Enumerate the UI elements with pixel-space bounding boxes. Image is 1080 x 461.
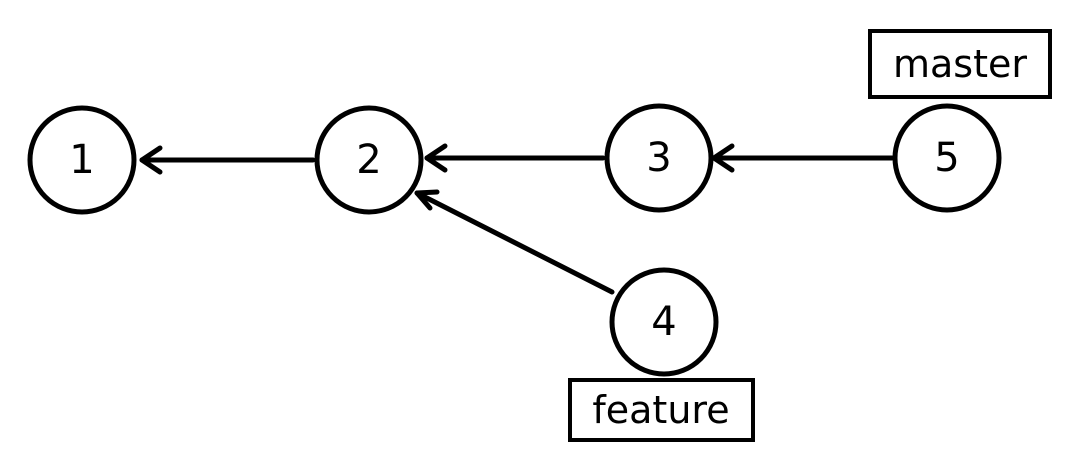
commit-node-5: 5	[892, 103, 1002, 213]
commit-label-4: 4	[651, 299, 676, 345]
branch-name-feature: feature	[592, 388, 729, 432]
commit-node-2: 2	[314, 105, 424, 215]
commit-label-1: 1	[69, 137, 94, 183]
edge-4-to-2	[414, 189, 615, 295]
branch-name-master: master	[893, 42, 1027, 86]
edge-3-to-2	[424, 143, 606, 173]
branch-label-master: master	[868, 29, 1052, 99]
commit-label-2: 2	[356, 137, 381, 183]
commit-label-5: 5	[934, 135, 959, 181]
branch-label-feature: feature	[568, 378, 755, 442]
commit-node-4: 4	[609, 267, 719, 377]
commit-node-1: 1	[27, 105, 137, 215]
commit-node-3: 3	[604, 103, 714, 213]
commit-label-3: 3	[646, 135, 671, 181]
edge-2-to-1	[139, 145, 316, 175]
edge-5-to-3	[711, 143, 895, 173]
